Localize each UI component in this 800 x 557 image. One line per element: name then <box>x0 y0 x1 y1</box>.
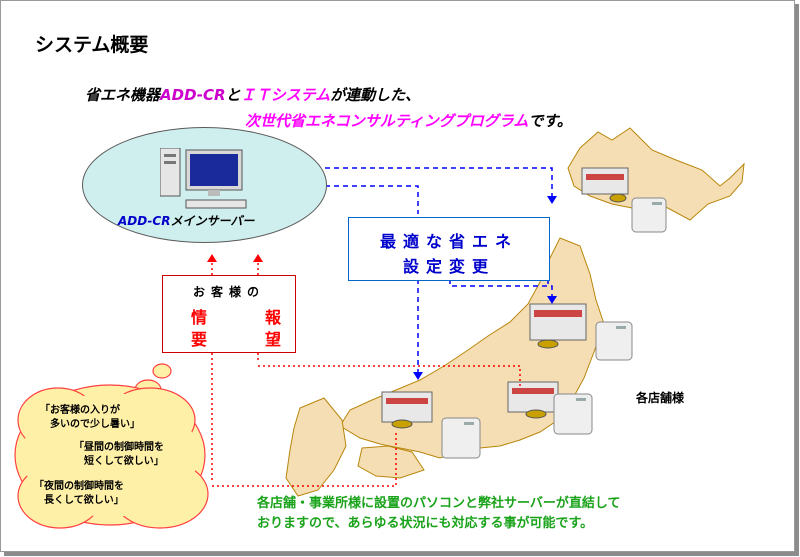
request-box-heading: お客様の <box>192 285 265 299</box>
request-label: 要望 <box>191 326 281 350</box>
customer-comment-1: 「お客様の入りが 多いので少し暑い」 <box>40 404 140 432</box>
info-char-2: 報 <box>264 308 281 327</box>
comment-1-line-1: 「お客様の入りが <box>40 405 120 416</box>
intro-product-name: ADD-CR <box>160 86 226 104</box>
intro-text-4: です。 <box>528 112 572 130</box>
settings-line-1: 最適な省エネ <box>379 232 518 251</box>
info-label: 情報 <box>191 304 281 328</box>
server-product-name: ADD-CR <box>118 214 171 228</box>
request-char-2: 望 <box>264 330 281 349</box>
comment-3-line-1: 「夜間の制御時間を <box>34 481 124 492</box>
comment-1-line-2: 多いので少し暑い」 <box>50 419 140 430</box>
bottom-line-1: 各店舗・事業所様に設置のパソコンと弊社サーバーが直結して <box>257 496 621 511</box>
intro-text-2: と <box>225 86 241 104</box>
intro-line-2: 次世代省エネコンサルティングプログラムです。 <box>245 110 572 131</box>
customer-comment-3: 「夜間の制御時間を 長くして欲しい」 <box>34 480 124 508</box>
intro-text-1: 省エネ機器 <box>85 86 161 104</box>
customer-comment-2: 「昼間の制御時間を 短くして欲しい」 <box>74 441 164 469</box>
info-request-box: お客様の 情報 要望 <box>162 275 296 353</box>
optimal-settings-box: 最適な省エネ 設定変更 <box>348 217 550 281</box>
stores-label: 各店舗様 <box>636 391 685 405</box>
intro-text-3: が連動した、 <box>330 86 421 104</box>
server-label: ADD-CRメインサーバー <box>118 212 254 229</box>
page-title: システム概要 <box>35 34 149 56</box>
intro-program-name: 次世代省エネコンサルティングプログラム <box>245 112 529 130</box>
comment-2-line-1: 「昼間の制御時間を <box>74 442 164 453</box>
computer-icon <box>160 148 247 209</box>
server-suffix: メインサーバー <box>170 214 255 228</box>
bottom-description: 各店舗・事業所様に設置のパソコンと弊社サーバーが直結して おりますので、あらゆる… <box>257 494 620 534</box>
bottom-line-2: おりますので、あらゆる状況にも対応する事が可能です。 <box>257 516 594 531</box>
request-char-1: 要 <box>191 330 208 349</box>
intro-line-1: 省エネ機器ADD-CRとＩＴシステムが連動した、 <box>85 84 420 105</box>
comment-2-line-2: 短くして欲しい」 <box>84 456 164 467</box>
info-char-1: 情 <box>191 308 208 327</box>
settings-line-2: 設定変更 <box>402 257 495 276</box>
intro-it-system: ＩＴシステム <box>240 86 331 104</box>
comment-3-line-2: 長くして欲しい」 <box>44 495 124 506</box>
